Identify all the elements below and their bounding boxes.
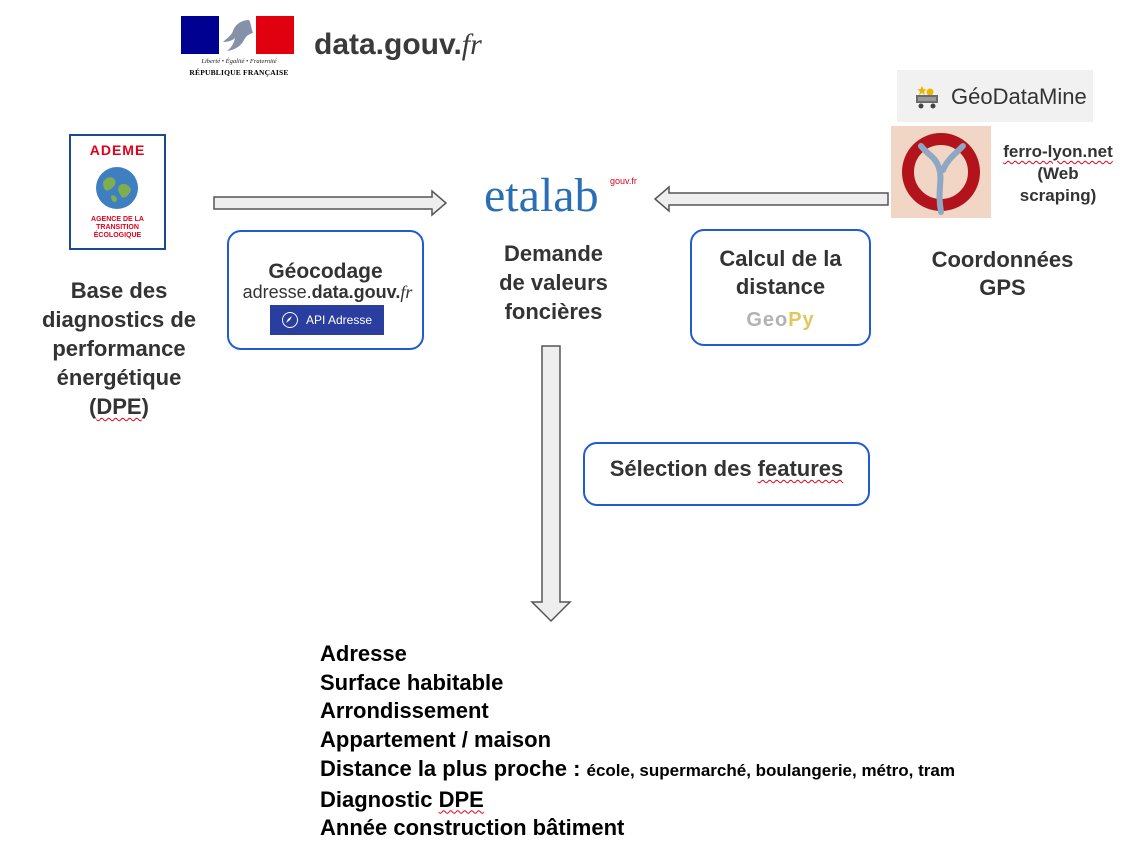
- api-adresse-badge: API Adresse: [270, 305, 384, 335]
- datagouv-logo: data.gouv.fr: [314, 28, 482, 62]
- ferro-lyon-text: ferro-lyon.net (Web scraping): [994, 141, 1122, 207]
- geopy-part2: Py: [788, 309, 815, 331]
- coordonnees-gps-label: Coordonnées GPS: [931, 247, 1074, 300]
- republique-francaise-logo: Liberté • Égalité • Fraternité RÉPUBLIQU…: [181, 16, 297, 80]
- calcul-distance-title: Calcul de la distance: [719, 246, 842, 299]
- mine-cart-icon: [916, 86, 938, 109]
- etalab-gouv-fr: gouv.fr: [610, 176, 637, 186]
- geocodage-box: Géocodage adresse.data.gouv.fr API Adres…: [227, 230, 424, 350]
- feature-distance-label: Distance la plus proche :: [320, 755, 587, 781]
- selection-features-box: Sélection des features: [583, 442, 870, 506]
- rf-name: RÉPUBLIQUE FRANÇAISE: [189, 68, 289, 77]
- demande-valeurs-foncieres-label: Demande de valeurs foncières: [499, 241, 608, 324]
- feature-distance-items: école, supermarché, boulangerie, métro, …: [586, 760, 955, 780]
- geopy-logo: GeoPy: [692, 309, 869, 332]
- marianne-profile-icon: [223, 20, 253, 51]
- etalab-logo: etalab: [484, 169, 599, 222]
- datagouv-main: data.gouv.: [314, 28, 462, 61]
- geodatamine-logo: GéoDataMine: [897, 70, 1093, 122]
- dpe-label-main: Base des diagnostics de performance éner…: [41, 278, 197, 419]
- compass-icon: [281, 312, 298, 328]
- arrow-down-to-features: [530, 345, 572, 623]
- ferro-lyon-emblem-icon: [902, 133, 980, 215]
- rf-motto: Liberté • Égalité • Fraternité: [201, 58, 277, 65]
- ferro-lyon-site: ferro-lyon.net: [1003, 142, 1113, 161]
- geodatamine-label: GéoDataMine: [951, 84, 1087, 109]
- ademe-logo: ADEME AGENCE DE LA TRANSITION ÉCOLOGIQUE: [69, 134, 166, 250]
- feature-annee: Année construction bâtiment: [320, 815, 625, 841]
- dpe-label-squiggle: DPE: [96, 394, 142, 419]
- feature-surface: Surface habitable: [320, 669, 504, 695]
- api-adresse-label: API Adresse: [305, 313, 373, 327]
- adresse-prefix: adresse.: [242, 282, 312, 302]
- feature-distance: Distance la plus proche : école, superma…: [320, 755, 955, 786]
- feature-adresse: Adresse: [320, 641, 407, 666]
- marianne-flag-icon: [181, 16, 294, 54]
- calcul-distance-box: Calcul de la distance GeoPy: [690, 229, 871, 346]
- dpe-source-label: Base des diagnostics de performance éner…: [30, 276, 208, 421]
- arrow-left-gps-to-etalab: [653, 185, 889, 213]
- ferro-lyon-logo: [891, 126, 991, 218]
- features-list: Adresse Surface habitable Arrondissement…: [320, 640, 955, 843]
- ademe-subtitle: AGENCE DE LA TRANSITION ÉCOLOGIQUE: [91, 216, 144, 239]
- geopy-part1: Geo: [746, 309, 789, 331]
- selection-label-squiggle: features: [757, 456, 844, 481]
- ademe-title: ADEME: [89, 142, 146, 158]
- adresse-suffix: fr: [400, 282, 413, 302]
- adresse-data-gouv-logo: adresse.data.gouv.fr: [233, 282, 422, 303]
- adresse-bold: data.gouv.: [311, 282, 401, 302]
- geocodage-title: Géocodage: [268, 260, 383, 283]
- feature-diagnostic: Diagnostic DPE: [320, 786, 955, 815]
- ferro-lyon-note: (Web scraping): [1019, 164, 1097, 205]
- feature-diagnostic-start: Diagnostic: [320, 786, 439, 812]
- dpe-label-end: ): [141, 394, 149, 419]
- feature-arrondissement: Arrondissement: [320, 698, 489, 724]
- feature-type: Appartement / maison: [320, 727, 552, 753]
- globe-icon: [96, 167, 138, 209]
- arrow-right-ademe-to-etalab: [213, 189, 448, 217]
- selection-label-start: Sélection des: [609, 456, 758, 481]
- feature-diagnostic-squiggle: DPE: [438, 786, 484, 812]
- datagouv-suffix: fr: [461, 28, 482, 61]
- selection-features-title: Sélection des features: [585, 456, 868, 482]
